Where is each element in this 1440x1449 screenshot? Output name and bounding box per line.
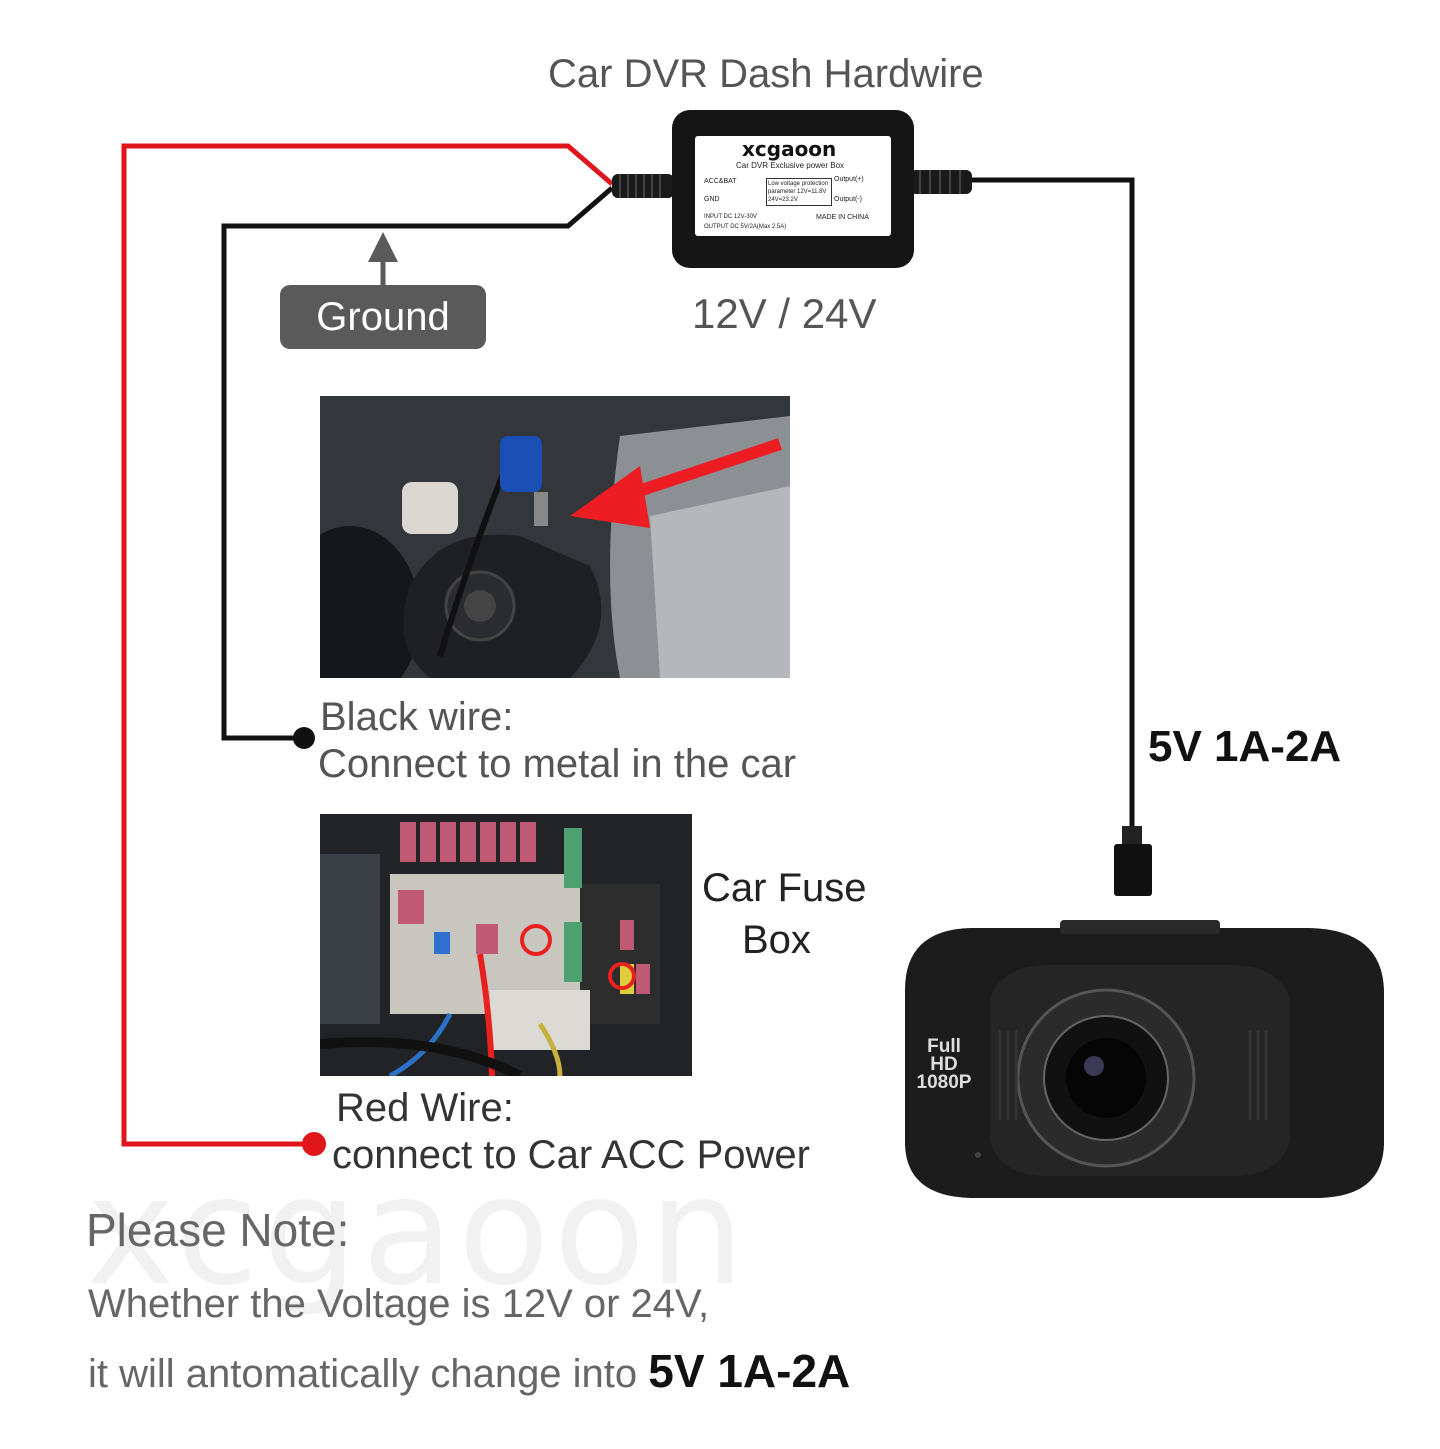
fuse-box-label-line2: Box	[742, 918, 811, 962]
ground-badge: Ground	[280, 285, 486, 349]
output-wire	[968, 177, 1135, 832]
power-box-brand: xcgaoon	[742, 137, 837, 161]
lens-reflection	[1084, 1056, 1104, 1076]
camera-mount-rail	[1060, 920, 1220, 934]
power-box-output-spec: OUTPUT DC 5V/2A(Max 2.5A)	[704, 224, 787, 230]
red-wire	[121, 143, 614, 1147]
usb-neck	[1122, 826, 1142, 846]
power-box-subtitle: Car DVR Exclusive power Box	[736, 161, 845, 170]
brand-watermark: xcgaoon	[86, 1145, 749, 1319]
diagram-title: Car DVR Dash Hardwire	[548, 52, 984, 96]
black-wire-terminal	[293, 727, 315, 749]
note-line2-output: 5V 1A-2A	[648, 1345, 851, 1397]
power-box-label	[695, 136, 891, 236]
red-wire-terminal	[302, 1132, 326, 1156]
black-wire	[221, 186, 614, 741]
black-wire-instruction: Connect to metal in the car	[318, 742, 797, 786]
fuse-box-label-line1: Car Fuse	[702, 866, 867, 910]
note-heading: Please Note:	[86, 1204, 350, 1256]
usb-plug	[1114, 844, 1152, 896]
power-box-protection-text: Low voltage protection parameter 12V=11.…	[766, 178, 832, 206]
black-wire-heading: Black wire:	[320, 695, 514, 739]
power-box-output-minus: Output(-)	[834, 196, 863, 203]
camera-hd-badge: Full HD 1080P	[916, 1036, 972, 1093]
power-box-gnd-label: GND	[704, 196, 720, 203]
ground-arrow-head	[368, 232, 398, 262]
note-line2: it will antomatically change into 5V 1A-…	[88, 1344, 850, 1398]
input-voltage-label: 12V / 24V	[692, 290, 877, 337]
power-box-input-spec: INPUT DC 12V-30V	[704, 214, 757, 220]
fuse-box-photo	[320, 814, 692, 1076]
power-box-origin: MADE IN CHINA	[816, 214, 869, 221]
power-box-acc-label: ACC&BAT	[704, 178, 737, 185]
camera-mic-hole	[975, 1152, 981, 1158]
red-wire-heading: Red Wire:	[336, 1086, 514, 1130]
note-line2-text: it will antomatically change into	[88, 1352, 638, 1396]
red-wire-instruction: connect to Car ACC Power	[332, 1133, 810, 1177]
note-line1: Whether the Voltage is 12V or 24V,	[88, 1282, 710, 1326]
lens-glass	[1066, 1038, 1146, 1118]
ground-bolt-photo	[320, 396, 790, 678]
output-spec-label: 5V 1A-2A	[1148, 722, 1342, 771]
power-box-output-plus: Output(+)	[834, 176, 864, 183]
